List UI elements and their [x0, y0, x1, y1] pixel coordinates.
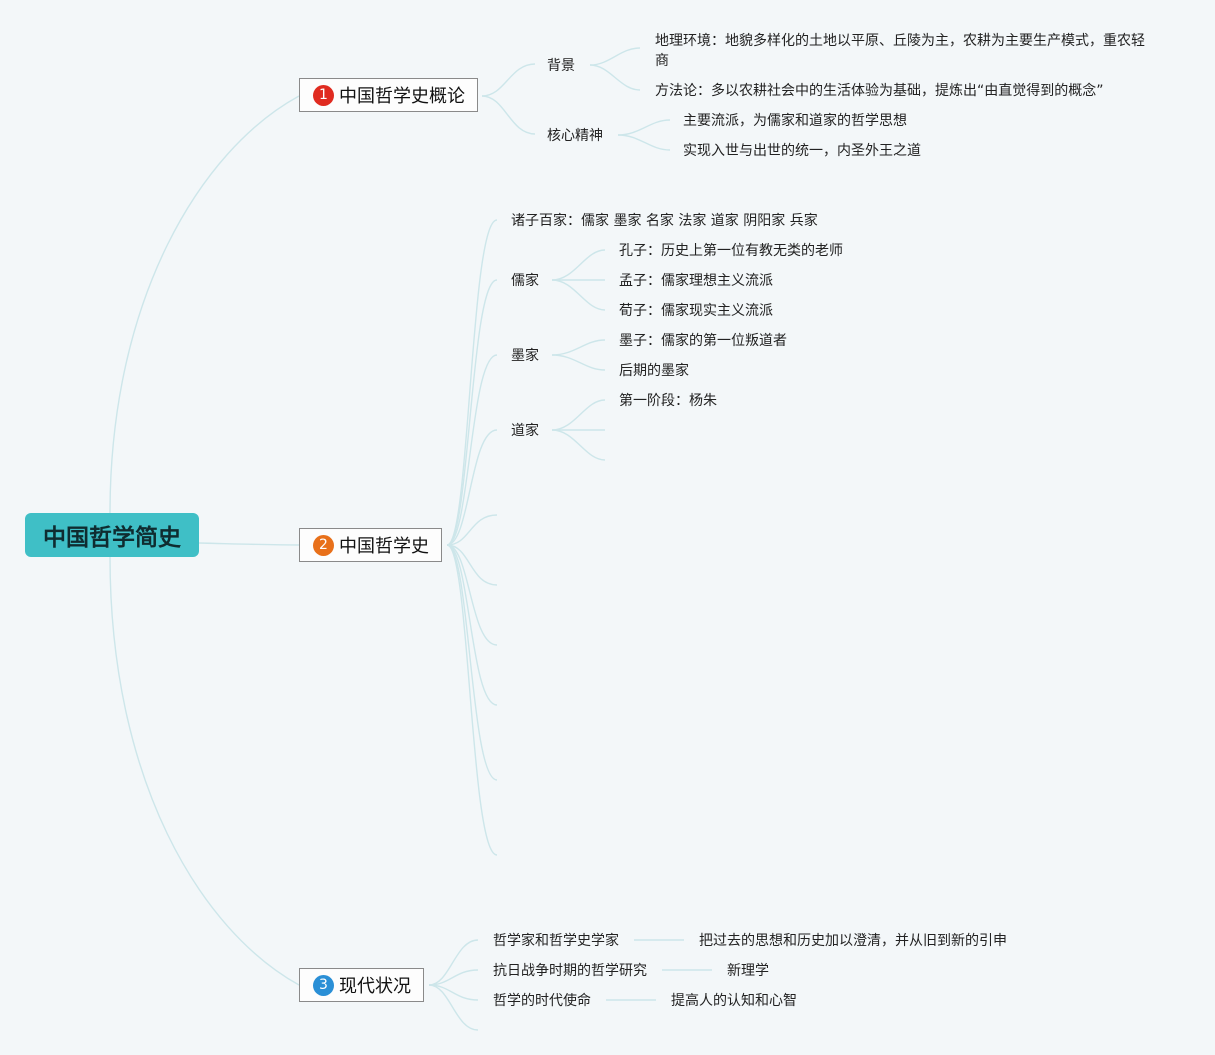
subtopic-core-spirit[interactable]: 核心精神 — [547, 128, 603, 144]
connector-mo-mozi — [551, 339, 606, 356]
connector-t1-core — [481, 95, 536, 135]
topic-label: 中国哲学史概论 — [339, 86, 465, 107]
topic-node-overview[interactable]: 1 中国哲学史概论 — [299, 78, 478, 112]
connector-t2-empty6 — [446, 544, 498, 856]
connector-ru-xun — [551, 279, 606, 311]
connector-t2-empty1 — [446, 514, 498, 546]
connector-t1-bg — [481, 63, 536, 97]
leaf-methodology[interactable]: 方法论：多以农耕社会中的生活体验为基础，提炼出“由直觉得到的概念” — [655, 83, 1104, 99]
root-node[interactable]: 中国哲学简史 — [25, 513, 199, 557]
topic-node-modern[interactable]: 3 现代状况 — [299, 968, 424, 1002]
subtopic-taoism[interactable]: 道家 — [511, 423, 539, 439]
connector-ru-kong — [551, 249, 606, 281]
leaf-mencius[interactable]: 孟子：儒家理想主义流派 — [619, 273, 773, 289]
topic-label: 中国哲学史 — [339, 536, 429, 557]
subtopic-hundred-schools[interactable]: 诸子百家：儒家 墨家 名家 法家 道家 阴阳家 兵家 — [511, 213, 818, 229]
number-badge-3-icon: 3 — [313, 974, 334, 996]
topic-label: 现代状况 — [339, 976, 411, 997]
subtopic-mission[interactable]: 哲学的时代使命 — [493, 993, 591, 1009]
connector-root-topic3 — [109, 556, 300, 986]
connector-t2-empty3 — [446, 544, 498, 646]
subtopic-wartime-research[interactable]: 抗日战争时期的哲学研究 — [493, 963, 647, 979]
leaf-new-lixue[interactable]: 新理学 — [727, 963, 769, 979]
leaf-unity[interactable]: 实现入世与出世的统一，内圣外王之道 — [683, 143, 921, 159]
leaf-main-schools[interactable]: 主要流派，为儒家和道家的哲学思想 — [683, 113, 907, 129]
connector-root-topic1 — [109, 95, 300, 514]
leaf-confucius[interactable]: 孔子：历史上第一位有教无类的老师 — [619, 243, 843, 259]
connector-t2-ru — [446, 279, 498, 546]
subtopic-background[interactable]: 背景 — [547, 58, 575, 74]
number-badge-2-icon: 2 — [313, 534, 334, 556]
connector-root-topic2 — [198, 542, 300, 546]
leaf-clarify[interactable]: 把过去的思想和历史加以澄清，并从旧到新的引申 — [699, 933, 1007, 949]
leaf-xunzi[interactable]: 荀子：儒家现实主义流派 — [619, 303, 773, 319]
connector-core-unity — [617, 134, 671, 151]
connector-bg-method — [589, 64, 641, 91]
subtopic-confucianism[interactable]: 儒家 — [511, 273, 539, 289]
connector-t2-zhuzi — [446, 219, 498, 546]
number-badge-1-icon: 1 — [313, 84, 334, 106]
leaf-yang-zhu[interactable]: 第一阶段：杨朱 — [619, 393, 717, 409]
leaf-geography[interactable]: 地理环境：地貌多样化的土地以平原、丘陵为主，农耕为主要生产模式，重农轻商 — [655, 33, 1145, 69]
connector-t3-a — [428, 939, 479, 986]
leaf-later-mohism[interactable]: 后期的墨家 — [619, 363, 689, 379]
connector-bg-geo — [589, 47, 641, 66]
subtopic-mohism[interactable]: 墨家 — [511, 348, 539, 364]
connector-t2-empty4 — [446, 544, 498, 706]
connector-t2-dao — [446, 429, 498, 546]
subtopic-philosophers[interactable]: 哲学家和哲学史学家 — [493, 933, 619, 949]
connector-core-main — [617, 119, 671, 136]
connector-dao-yang — [551, 399, 606, 431]
topic-node-history[interactable]: 2 中国哲学史 — [299, 528, 442, 562]
connector-dao-empty2 — [551, 429, 606, 461]
connector-t3-empty — [428, 984, 479, 1031]
leaf-mozi[interactable]: 墨子：儒家的第一位叛道者 — [619, 333, 787, 349]
root-label: 中国哲学简史 — [43, 525, 181, 551]
connector-t2-empty5 — [446, 544, 498, 781]
connector-mo-later — [551, 354, 606, 371]
connector-t2-empty2 — [446, 544, 498, 586]
connector-t2-mo — [446, 354, 498, 546]
connector-t3-b — [428, 969, 479, 986]
leaf-improve-cognition[interactable]: 提高人的认知和心智 — [671, 993, 797, 1009]
